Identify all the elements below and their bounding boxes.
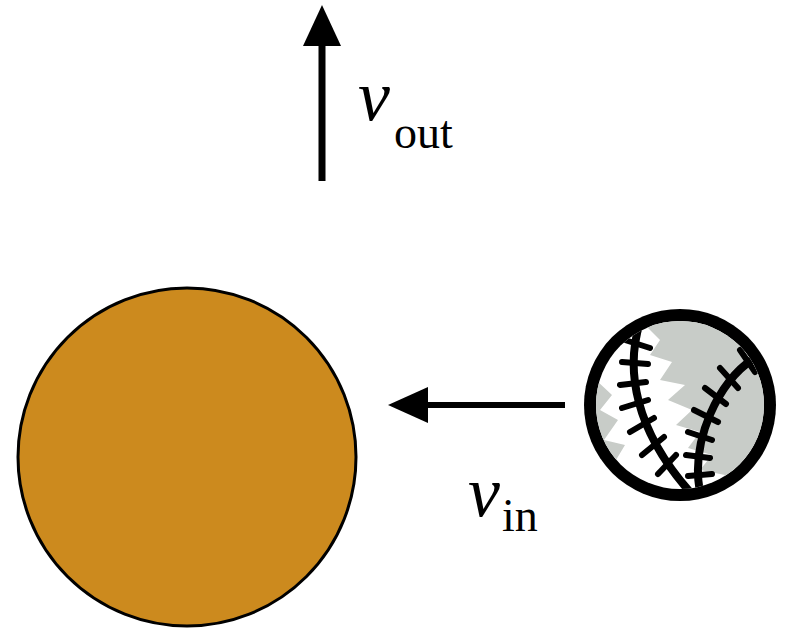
velocity-subscript: in (502, 493, 538, 539)
velocity-symbol: v (358, 60, 390, 132)
velocity-arrow-out (303, 5, 341, 181)
velocity-arrow-in (388, 387, 565, 423)
velocity-symbol: v (468, 456, 500, 528)
planet (18, 288, 356, 626)
velocity-subscript: out (394, 110, 453, 156)
baseball (584, 309, 776, 501)
